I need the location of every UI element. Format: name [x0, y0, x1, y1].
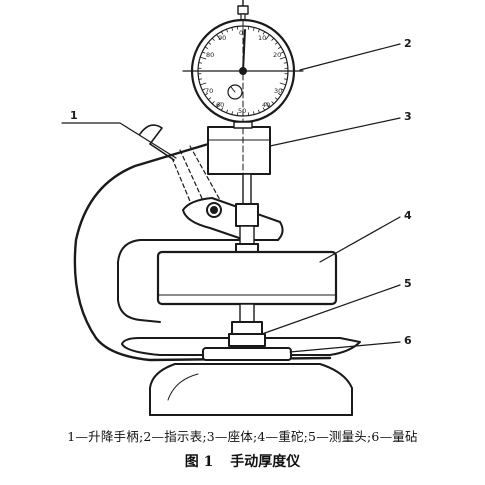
dial-tick: [253, 27, 255, 31]
dial-number: 50: [238, 107, 246, 115]
dial-tick: [271, 101, 275, 105]
dial-tick: [216, 34, 221, 40]
dial-tick: [207, 41, 212, 45]
dial-tick: [271, 37, 275, 41]
dial-tick: [265, 34, 270, 40]
dial-indicator: [182, 0, 304, 201]
dial-number: 80: [206, 51, 214, 59]
dial-number: 20: [273, 51, 281, 59]
dial-tick: [274, 97, 279, 101]
dial-tick: [198, 78, 203, 80]
callout-label: 3: [404, 110, 412, 123]
dial-tick: [231, 111, 233, 115]
callouts: 1 2 3 4 5 6: [70, 37, 412, 347]
dial-tick: [283, 62, 288, 64]
seat-body: [182, 126, 284, 241]
dial-tick: [220, 31, 224, 35]
dial-numbers: 0 90 10 80 20 70 30 60 40 50: [205, 29, 282, 115]
callout-label: 6: [404, 334, 412, 347]
weight: [156, 243, 338, 306]
leader-lines: [61, 43, 401, 353]
dial-tick: [265, 102, 270, 108]
measuring-head: [228, 303, 266, 347]
parts-legend: 1—升降手柄;2—指示表;3—座体;4—重砣;5—测量头;6—量砧: [67, 429, 418, 444]
spindle: [235, 173, 259, 245]
figure-title: 手动厚度仪: [230, 454, 301, 470]
thickness-gauge-diagram: 0 90 10 80 20 70 30 60 40 50 1 2 3 4 5 6: [61, 0, 412, 416]
dial-tick: [279, 82, 287, 86]
callout-label: 4: [404, 209, 412, 222]
dial-tick: [283, 78, 288, 80]
dial-tick: [201, 51, 206, 54]
anvil: [202, 347, 292, 361]
dial-tick: [216, 102, 221, 108]
dial-tick: [280, 51, 285, 54]
lifting-handle: [139, 124, 175, 161]
dial-tick: [274, 41, 279, 45]
dial-number: 60: [216, 101, 224, 109]
dial-number: 0: [239, 29, 243, 37]
dial-tick: [262, 31, 266, 35]
dial-tick: [278, 46, 282, 49]
callout-label: 2: [404, 37, 412, 50]
figure-caption: 图 1 手动厚度仪: [0, 451, 485, 471]
dial-tick: [279, 56, 287, 60]
dial-number: 70: [205, 87, 213, 95]
dial-tick: [211, 101, 215, 105]
dial-tick: [280, 88, 285, 91]
dial-tick: [201, 88, 206, 91]
callout-label: 1: [70, 109, 78, 122]
dial-tick: [199, 56, 207, 60]
callout-label: 5: [404, 277, 412, 290]
dial-tick: [262, 107, 266, 111]
dial-tick: [258, 109, 260, 114]
dial-tick: [204, 93, 208, 96]
dial-tick: [211, 37, 215, 41]
dial-tick: [258, 28, 260, 33]
dial-tick: [231, 27, 233, 31]
dial-number: 90: [218, 34, 226, 42]
dial-tick: [220, 107, 224, 111]
dial-tick: [207, 97, 212, 101]
base: [149, 363, 353, 416]
dial-tick: [199, 82, 207, 86]
dial-tick: [278, 93, 282, 96]
dial-number: 30: [274, 87, 282, 95]
dial-tick: [198, 62, 203, 64]
dial-number: 10: [258, 34, 266, 42]
dial-tick: [226, 109, 228, 114]
dial-tick: [226, 28, 228, 33]
figure-number: 图 1: [184, 454, 214, 470]
dial-tick: [253, 111, 255, 115]
dial-tick: [204, 46, 208, 49]
dial-number: 40: [262, 101, 270, 109]
